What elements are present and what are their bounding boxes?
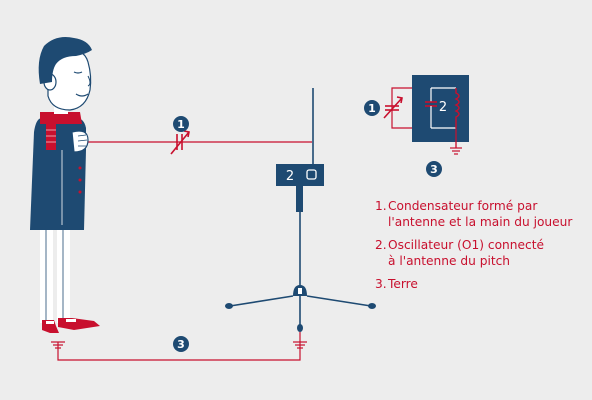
theremin: 2 [225,88,376,342]
legend-text: Oscillateur (O1) connecté à l'antenne du… [388,238,544,268]
variable-capacitor-icon [383,96,403,119]
svg-text:3: 3 [430,163,438,176]
oscillator-box [276,164,324,186]
badge-3: 3 [173,336,189,352]
legend-item-oscillator: 2. Oscillateur (O1) connecté à l'antenne… [375,237,585,269]
svg-text:3: 3 [177,338,185,351]
player-figure [30,37,100,333]
ground-wire [57,342,301,361]
ground-icon [51,341,65,349]
legend-item-ground: 3. Terre [375,276,585,292]
variable-capacitor-icon [170,130,190,155]
wires [57,141,312,361]
ground-icon [450,147,462,155]
badge-1: 1 [173,116,189,132]
legend-number: 3. [375,277,387,291]
svg-text:1: 1 [177,118,185,131]
badge-3-inset: 3 [426,161,442,177]
legend: 1. Condensateur formé par l'antenne et l… [375,198,585,299]
legend-text: Condensateur formé par l'antenne et la m… [388,199,573,229]
legend-text: Terre [388,277,418,291]
badge-1-inset: 1 [364,100,380,116]
svg-text:1: 1 [368,102,376,115]
legend-number: 2. [375,238,387,252]
circuit-inset: 2 1 3 [364,75,469,177]
legend-item-capacitor: 1. Condensateur formé par l'antenne et l… [375,198,585,230]
legend-number: 1. [375,199,387,213]
svg-text:2: 2 [286,169,294,184]
svg-text:2: 2 [439,100,447,115]
